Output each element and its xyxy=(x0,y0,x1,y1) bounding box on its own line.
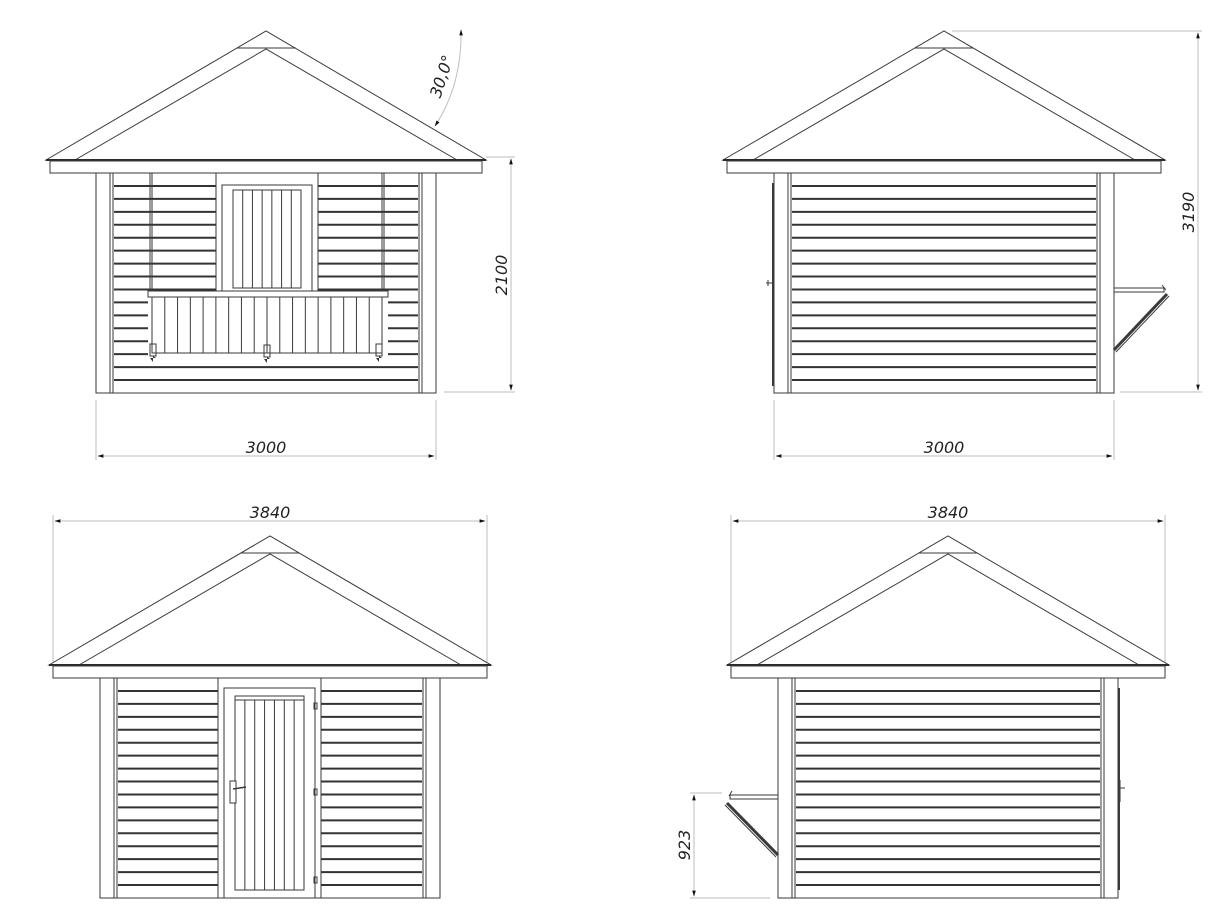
hip-roof xyxy=(47,535,493,679)
angle-label: 30,0° xyxy=(426,53,458,100)
dimension-roof-angle: 30,0° xyxy=(426,29,463,127)
counter-bracket-icon xyxy=(149,343,383,363)
dimension-counter-height: 923 xyxy=(675,792,770,899)
hip-roof xyxy=(44,30,488,174)
door-handle-icon xyxy=(223,780,247,804)
door-handle-icon xyxy=(1119,780,1125,802)
door-edge xyxy=(766,183,774,386)
hinge-icon xyxy=(313,702,318,884)
counter-bracket xyxy=(1112,284,1170,353)
dimension-width: 3000 xyxy=(95,400,437,460)
door-handle-icon xyxy=(766,280,772,286)
roof-width-label: 3840 xyxy=(928,503,969,522)
dimension-roof-width: 3840 xyxy=(52,503,488,665)
wall-cladding xyxy=(777,677,1119,899)
dimension-roof-width: 3840 xyxy=(730,503,1166,665)
dimension-wall-height: 2100 xyxy=(444,156,515,393)
dimension-width: 3000 xyxy=(773,400,1115,460)
hip-roof xyxy=(721,30,1167,174)
entry-door xyxy=(217,677,322,899)
door-edge xyxy=(1118,688,1125,890)
width-label: 3000 xyxy=(246,438,287,457)
height-label: 3190 xyxy=(1179,192,1198,233)
hip-roof xyxy=(725,535,1171,679)
serving-window-shutter xyxy=(215,172,319,292)
elevation-side-right: 3000 3190 xyxy=(721,30,1202,460)
roof-width-label: 3840 xyxy=(250,503,291,522)
elevation-front-serving-window: 3000 2100 30,0° xyxy=(44,29,515,460)
counter-height-label: 923 xyxy=(675,830,694,861)
width-label: 3000 xyxy=(924,438,965,457)
dimension-total-height: 3190 xyxy=(952,30,1202,393)
height-label: 2100 xyxy=(492,255,511,296)
wall-cladding xyxy=(773,172,1115,394)
elevation-side-left: 3840 xyxy=(675,503,1171,899)
counter-bracket xyxy=(724,790,780,858)
fold-down-counter xyxy=(147,290,389,363)
elevation-rear-door: 3840 xyxy=(47,503,493,899)
